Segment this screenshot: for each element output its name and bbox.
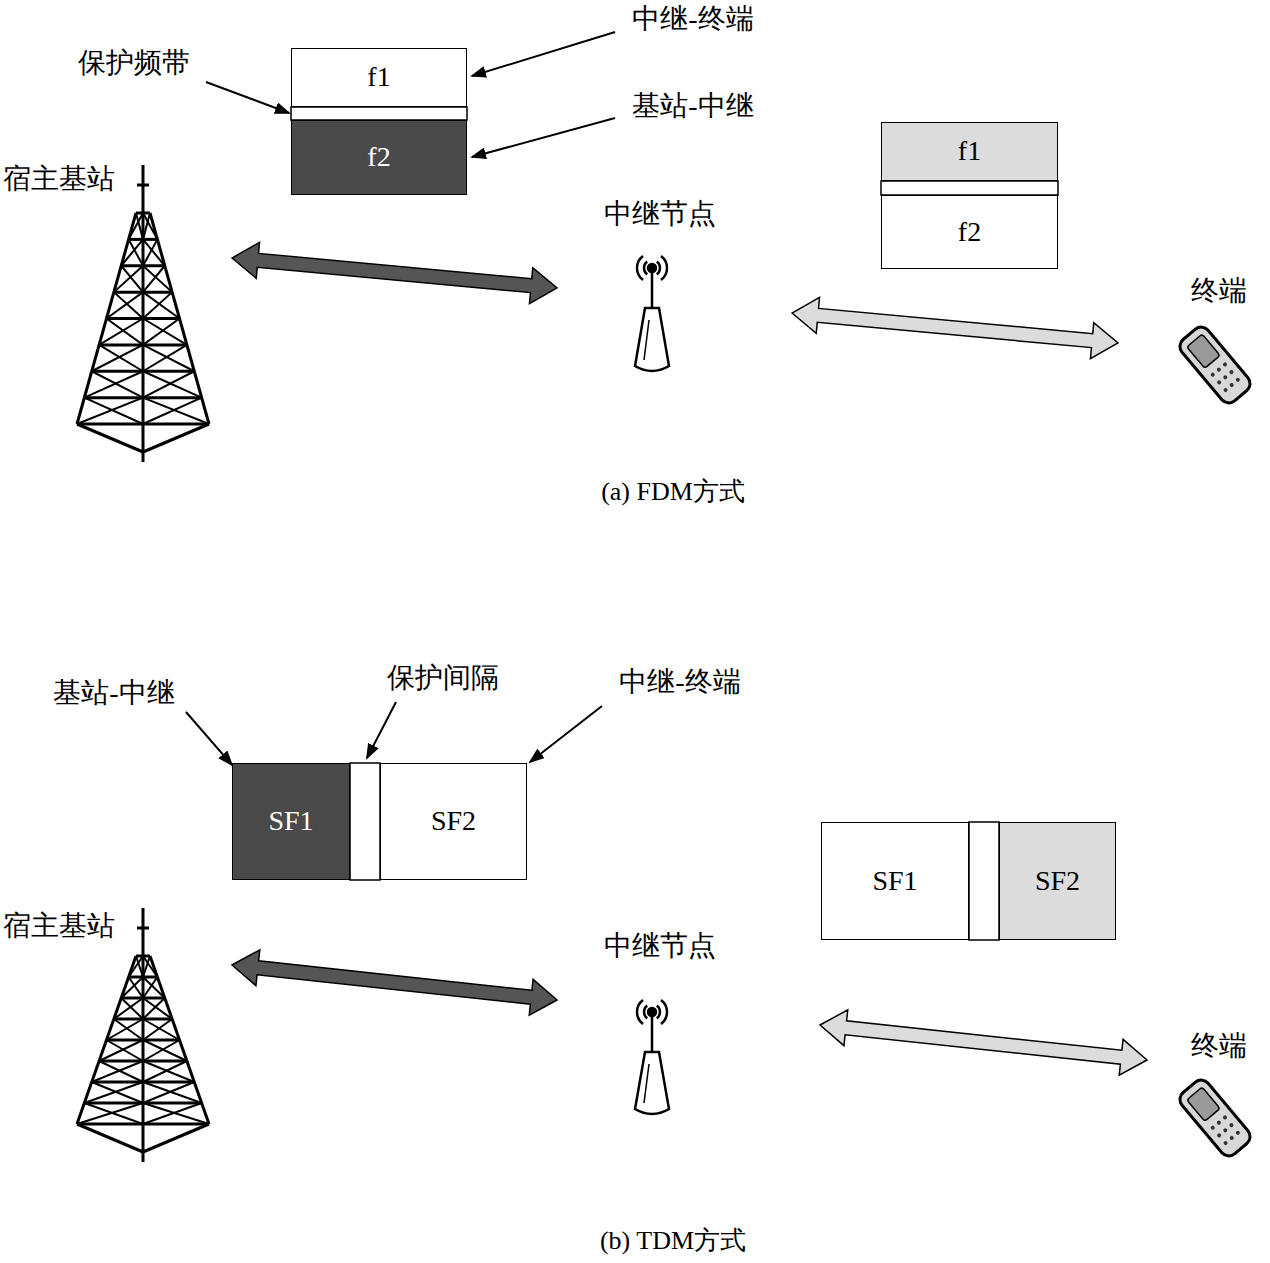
terminal: 终端 (1170, 275, 1267, 410)
box-label: SF2 (431, 805, 476, 837)
figure-label: 中继节点 (604, 198, 716, 230)
band-box: f2 (291, 120, 467, 195)
subframe-box: SF1 (821, 822, 969, 940)
subframe-box: SF1 (232, 763, 350, 880)
phone-symbol (1176, 1076, 1253, 1159)
band-box: f1 (291, 48, 467, 107)
figure-label: 终端 (1191, 275, 1247, 307)
sub-caption: (a) FDM方式 (601, 477, 745, 507)
callout-label: 保护频带 (78, 47, 190, 79)
leader-line (472, 32, 615, 76)
guard-band (291, 107, 467, 120)
block-arrow (232, 950, 557, 1015)
leader-line (530, 706, 602, 762)
relay-node: 中继节点 (585, 198, 735, 378)
box-label: f2 (367, 141, 390, 173)
figure-label: 终端 (1191, 1030, 1247, 1062)
figure-label: 中继节点 (604, 930, 716, 962)
figure-label: 宿主基站 (3, 163, 115, 195)
subframe-box: SF2 (999, 822, 1116, 940)
block-arrow (232, 242, 557, 303)
antenna-symbol (635, 1000, 669, 1114)
box-label: SF2 (1035, 865, 1080, 897)
terminal: 终端 (1170, 1030, 1267, 1165)
callout-label: 基站-中继 (632, 90, 753, 122)
leader-line (206, 82, 289, 113)
callout-label: 中继-终端 (619, 666, 740, 698)
phone-symbol (1176, 323, 1253, 406)
tower-symbol (77, 908, 209, 1162)
callout-label: 基站-中继 (53, 677, 174, 709)
leader-line (367, 702, 396, 758)
band-box: f1 (881, 122, 1058, 181)
block-arrow (792, 297, 1118, 358)
box-label: f1 (958, 135, 981, 167)
guard-interval (350, 763, 380, 880)
base-station: 宿主基站 (0, 163, 222, 463)
block-arrow (820, 1010, 1147, 1075)
box-label: f1 (367, 61, 390, 93)
guard-interval (969, 822, 999, 940)
box-label: SF1 (268, 805, 313, 837)
guard-band (881, 181, 1058, 195)
box-label: f2 (958, 216, 981, 248)
callout-label: 保护间隔 (387, 662, 499, 694)
figure-label: 宿主基站 (3, 910, 115, 942)
relay-node: 中继节点 (585, 930, 735, 1120)
leader-lines (186, 32, 615, 765)
base-station: 宿主基站 (0, 910, 222, 1165)
band-box: f2 (881, 195, 1058, 269)
callout-label: 中继-终端 (632, 3, 753, 35)
leader-line (472, 118, 615, 157)
leader-line (186, 712, 232, 765)
tower-symbol (77, 165, 209, 462)
antenna-symbol (635, 256, 669, 371)
sub-caption: (b) TDM方式 (600, 1226, 746, 1256)
box-label: SF1 (872, 865, 917, 897)
subframe-box: SF2 (380, 763, 527, 880)
